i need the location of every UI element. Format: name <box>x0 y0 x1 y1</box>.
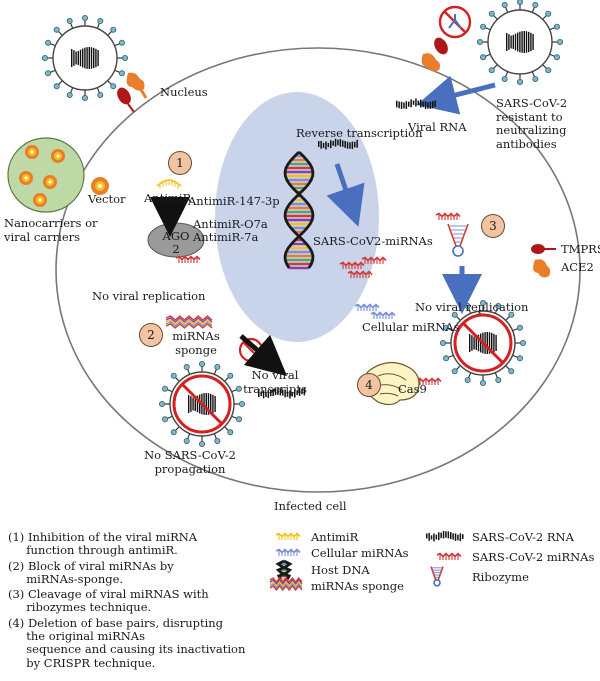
legend-mirnas-sponge-label: miRNAs sponge <box>311 579 404 593</box>
dna-helix-icon <box>283 150 315 270</box>
arrow-no-transcripts <box>239 334 288 377</box>
viral-mirna-icon <box>416 377 442 385</box>
arrow-viral-rna-entry <box>416 75 496 115</box>
legend-rna-icon <box>426 530 464 542</box>
viral-mirna-icon <box>339 261 365 269</box>
ace2-receptor-icon <box>126 53 551 278</box>
nanocarrier-icon <box>7 137 85 213</box>
antimir-7a-label: AntimiR-7a <box>193 230 259 244</box>
legend-step-4: (4) Deletion of base pairs, disrupting t… <box>8 615 246 670</box>
prohibition-icon <box>453 313 513 373</box>
vector-icon <box>91 177 109 195</box>
viral-mirna-icon <box>435 212 461 220</box>
legend-step-list: (1) Inhibition of the viral miRNA functi… <box>8 530 246 672</box>
virus-icon <box>42 15 129 102</box>
antimir-o7a-label: AntimiR-O7a <box>193 217 268 231</box>
step-badge-4: 4 <box>357 373 381 397</box>
virus-icon <box>477 0 564 86</box>
resistant-virus-label: SARS-CoV-2 resistant to neutralizing ant… <box>496 96 568 151</box>
viral-rna-strand <box>396 98 436 110</box>
viral-rna-label: Viral RNA <box>408 120 467 134</box>
viral-mirna-icon <box>175 255 201 263</box>
step-badge-3: 3 <box>481 214 505 238</box>
viral-rna-strand <box>318 138 358 150</box>
arrow-reverse-transcription <box>326 163 365 227</box>
step-badge-2: 2 <box>139 323 163 347</box>
ribozyme-icon <box>447 223 469 257</box>
no-propagation-label: No SARS-CoV-2 propagation <box>144 448 236 476</box>
cas9-label: Cas9 <box>398 382 427 396</box>
legend-antimir-label: AntimiR <box>311 530 359 544</box>
cellular-mirna-icon <box>354 303 380 311</box>
viral-rna-strand <box>258 387 306 399</box>
legend-sarscov2-rna-label: SARS-CoV-2 RNA <box>472 530 574 544</box>
step-badge-1: 1 <box>168 151 192 175</box>
cellular-mirna-icon <box>370 311 396 319</box>
prohibition-icon <box>172 374 232 434</box>
legend-ribozyme-icon <box>430 566 444 587</box>
legend-step-1: (1) Inhibition of the viral miRNA functi… <box>8 530 198 558</box>
ace2-label: ACE2 <box>561 260 594 274</box>
legend-step-3: (3) Cleavage of viral miRNAS with ribozy… <box>8 587 209 615</box>
legend-ribozyme-label: Ribozyme <box>472 570 529 584</box>
mirnas-sponge-label: miRNAs sponge <box>172 329 220 357</box>
prohibition-icon <box>438 5 472 39</box>
legend-antimir-icon <box>275 532 301 540</box>
vector-label: Vector <box>88 192 126 206</box>
viral-mirna-icon <box>347 270 373 278</box>
legend-sarscov2-mirnas-label: SARS-CoV-2 miRNAs <box>472 550 595 564</box>
legend-sponge-icon <box>269 576 303 592</box>
antimir-147-label: AntimiR-147-3p <box>188 194 280 208</box>
infected-cell-label: Infected cell <box>274 499 347 513</box>
cellular-mirnas-label: Cellular miRNAs <box>362 320 460 334</box>
ago2-label: AGO 2 <box>162 229 190 256</box>
legend-host-dna-icon <box>275 559 293 581</box>
no-viral-replication-1-label: No viral replication <box>92 289 206 303</box>
mirnas-sponge-icon <box>165 315 213 329</box>
legend-viral-mirna-icon <box>436 552 462 560</box>
antimir-icon <box>156 179 182 189</box>
reverse-transcription-label: Reverse transcription <box>296 126 423 140</box>
nucleus-label: Nucleus <box>160 85 208 99</box>
no-viral-replication-2-label: No viral replication <box>415 300 529 314</box>
legend-step-2: (2) Block of viral miRNAs by miRNAs-spon… <box>8 558 174 586</box>
cell-membrane <box>55 47 581 493</box>
nanocarriers-label: Nanocarriers or viral carriers <box>4 216 98 244</box>
antimir-label: AntimiR <box>144 191 192 205</box>
legend-cellular-mirnas-label: Cellular miRNAs <box>311 546 409 560</box>
sarscov2-mirnas-label: SARS-CoV2-miRNAs <box>313 234 433 248</box>
legend-host-dna-label: Host DNA <box>311 563 370 577</box>
tmprss2-receptor-icon <box>117 37 556 254</box>
legend-cellular-mirna-icon <box>275 548 301 556</box>
no-viral-transcripts-label: No viral transcripts <box>243 368 307 396</box>
viral-mirna-icon <box>361 256 387 264</box>
tmprss2-label: TMPRSS2 <box>561 242 600 256</box>
